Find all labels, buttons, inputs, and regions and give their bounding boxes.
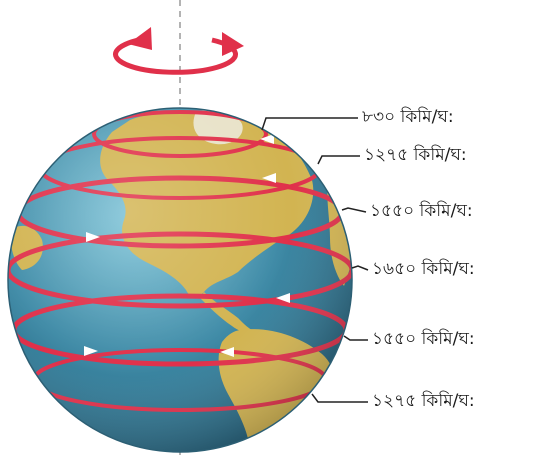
leader-line-3 <box>341 207 367 213</box>
speed-label-2: ১২৭৫ কিমি/ঘ: <box>364 145 467 165</box>
rotation-arrow-icon <box>113 27 244 75</box>
speed-label-6: ১২৭৫ কিমি/ঘ: <box>372 391 475 411</box>
speed-label-3: ১৫৫০ কিমি/ঘ: <box>370 201 473 221</box>
leader-line-4 <box>351 265 369 271</box>
speed-label-4: ১৬৫০ কিমি/ঘ: <box>372 259 475 279</box>
globe <box>7 107 353 453</box>
leader-line-1 <box>261 117 358 131</box>
leader-line-5 <box>343 335 368 341</box>
leader-line-2 <box>317 155 360 165</box>
leader-lines <box>261 117 369 403</box>
speed-label-5: ১৫৫০ কিমি/ঘ: <box>372 329 475 349</box>
leader-line-6 <box>311 393 368 403</box>
speed-label-1: ৮৩০ কিমি/ঘ: <box>362 107 454 127</box>
